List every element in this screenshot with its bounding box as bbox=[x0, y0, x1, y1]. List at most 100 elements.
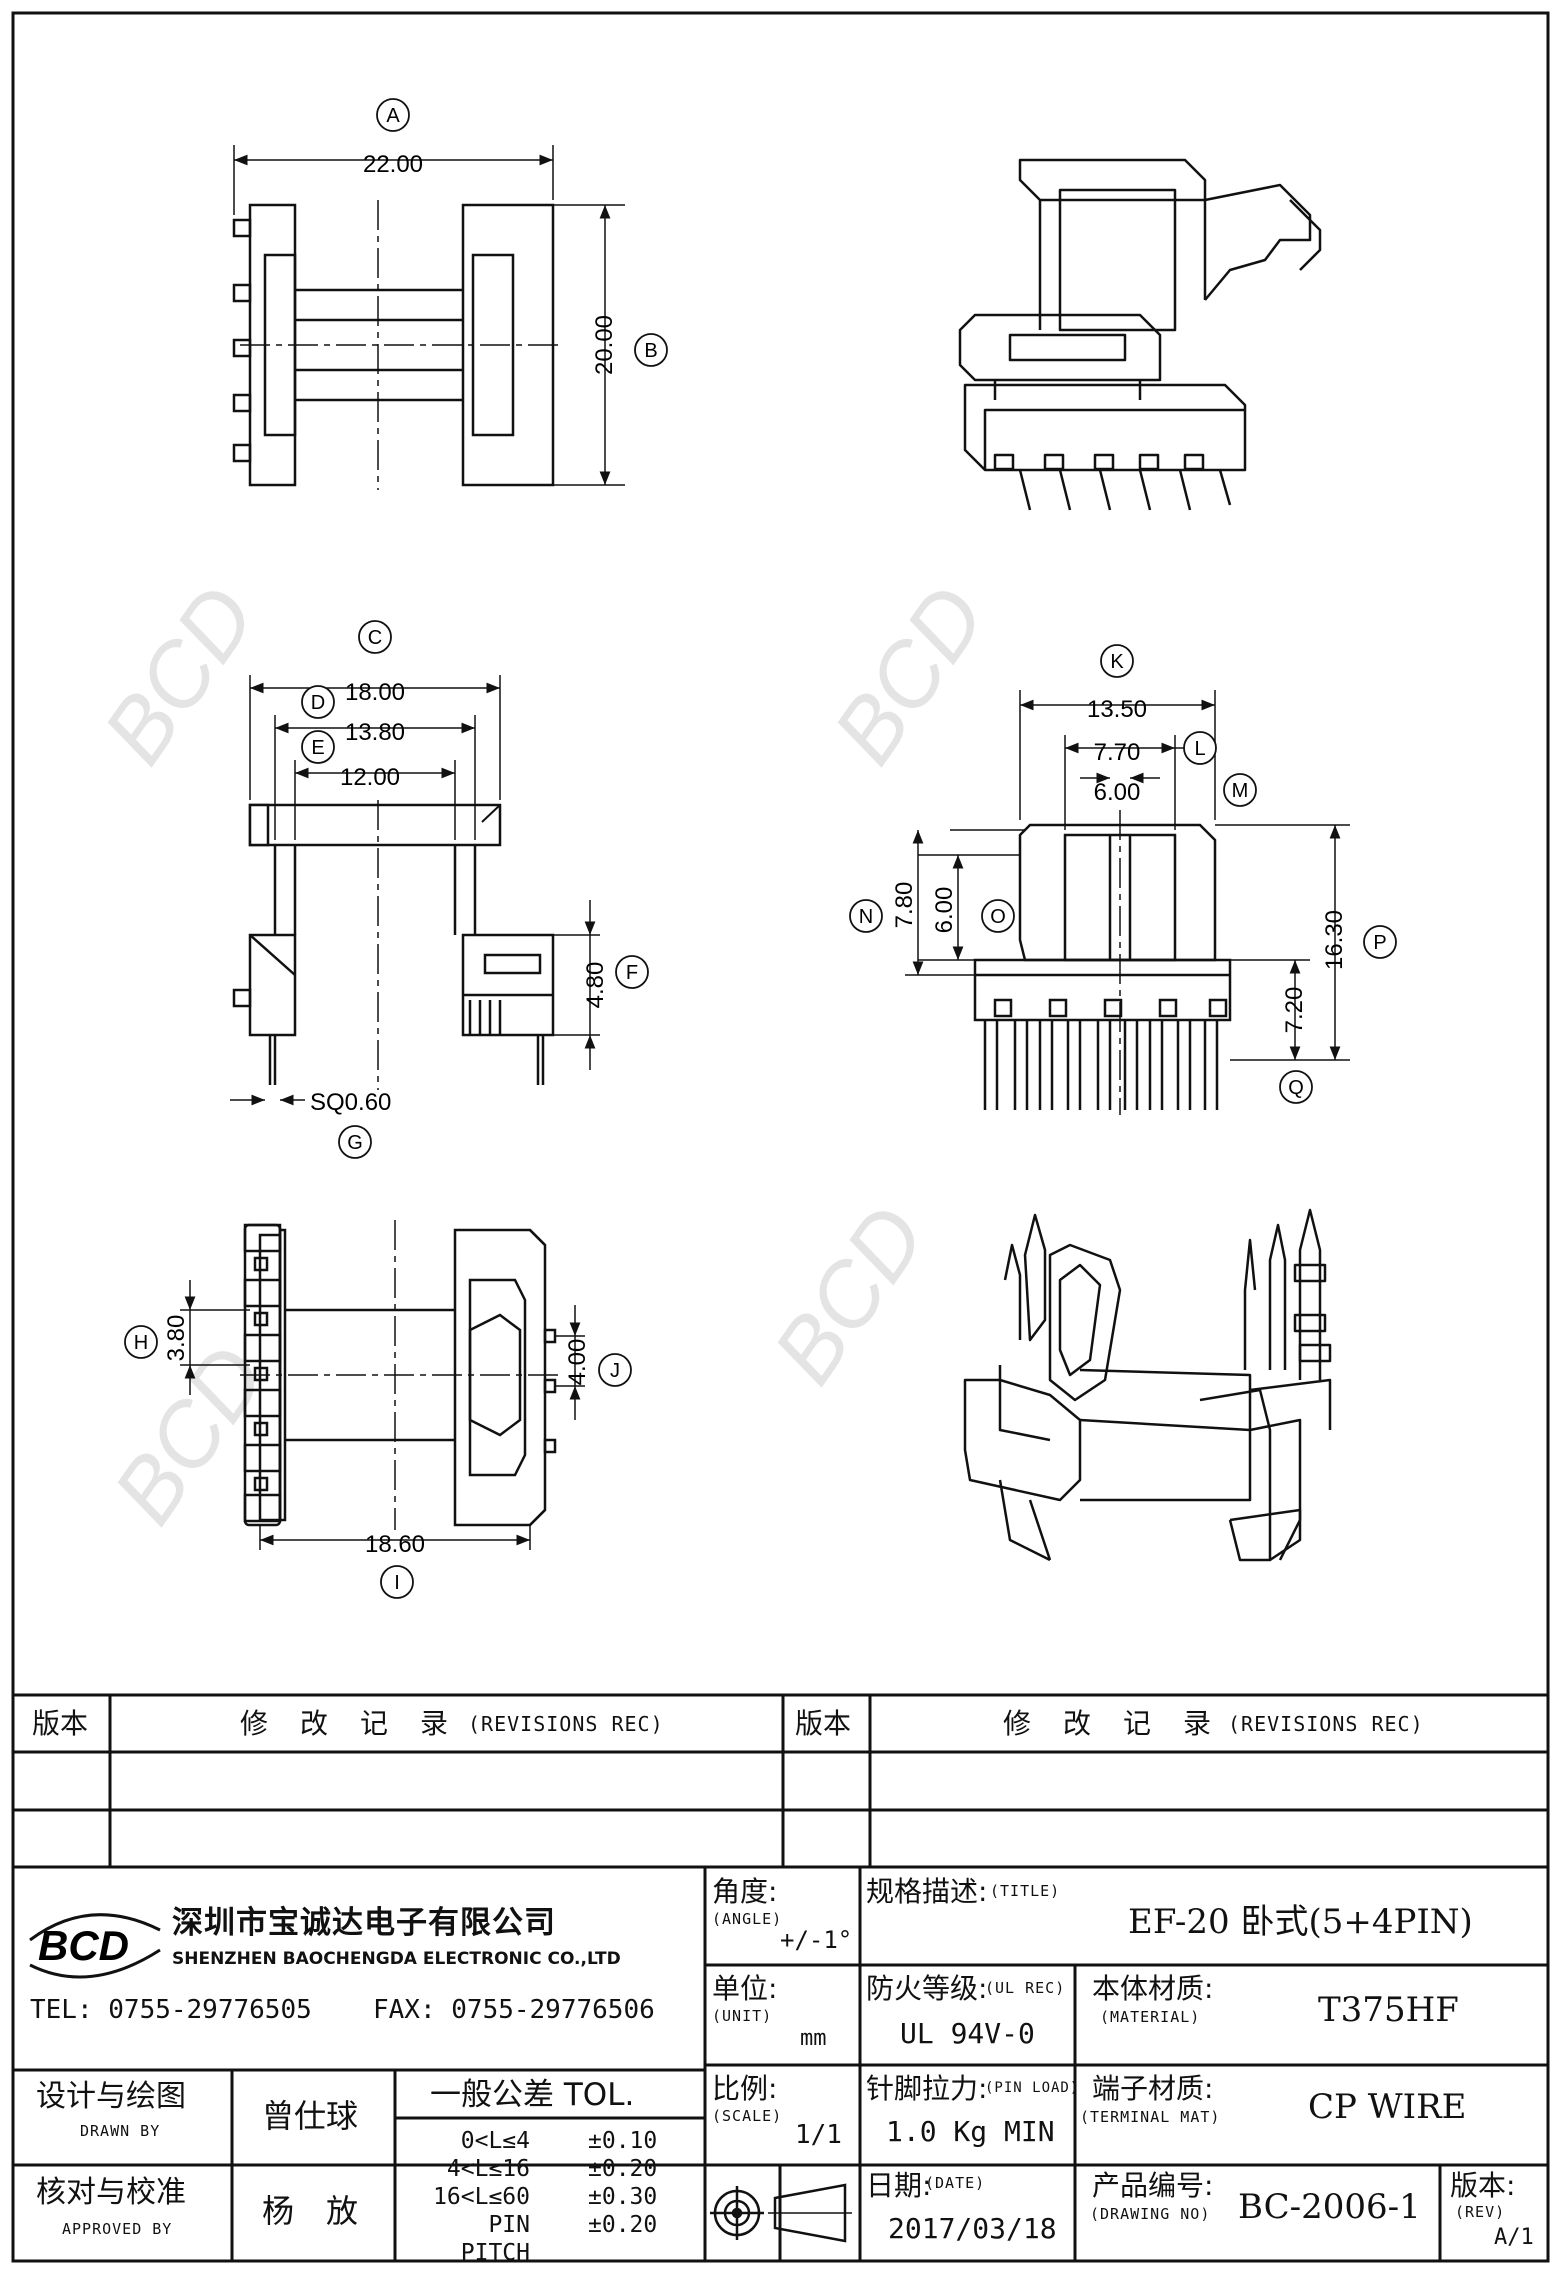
callout-h-circle bbox=[124, 1325, 158, 1359]
drawing-no-label: 产品编号: bbox=[1092, 2169, 1214, 2202]
callout-c-circle bbox=[358, 620, 392, 654]
rev-version-label-right: 版本 bbox=[795, 1707, 852, 1740]
approved-by-en: APPROVED BY bbox=[62, 2220, 173, 2238]
terminal-value: CP WIRE bbox=[1308, 2087, 1467, 2127]
rev-record-en-right: (REVISIONS REC) bbox=[1228, 1712, 1424, 1736]
dim-c-width: 18.00 bbox=[345, 679, 405, 706]
title-value: EF-20 卧式(5+4PIN) bbox=[1128, 1902, 1473, 1942]
logo-text: BCD bbox=[38, 1922, 129, 1969]
dim-j-pitch: 4.00 bbox=[564, 1339, 591, 1386]
rev-en: (REV) bbox=[1455, 2203, 1506, 2221]
drawing-no-value: BC-2006-1 bbox=[1238, 2187, 1421, 2227]
top-view bbox=[232, 145, 625, 490]
drawn-by-en: DRAWN BY bbox=[80, 2122, 161, 2140]
logo-swoosh-top bbox=[29, 1913, 161, 1942]
watermark-text-1: BCD bbox=[84, 568, 275, 781]
rev-version-label-left: 版本 bbox=[32, 1707, 89, 1740]
pinload-label: 针脚拉力: bbox=[866, 2072, 988, 2105]
approved-by-label: 核对与校准 bbox=[36, 2175, 186, 2210]
company-name-cn: 深圳市宝诚达电子有限公司 bbox=[172, 1905, 556, 1941]
callout-b-circle bbox=[634, 333, 668, 367]
callout-k-circle bbox=[1100, 644, 1134, 678]
callout-b: B bbox=[644, 340, 657, 362]
tolerance-range-4: PIN PITCH bbox=[460, 2212, 530, 2266]
company-name-en: SHENZHEN BAOCHENGDA ELECTRONIC CO.,LTD bbox=[172, 1949, 621, 1969]
callout-g: G bbox=[347, 1132, 363, 1154]
callout-f-circle bbox=[615, 955, 649, 989]
callout-p: P bbox=[1373, 932, 1386, 954]
approved-by-name: 杨 放 bbox=[262, 2192, 359, 2230]
callout-k: K bbox=[1110, 651, 1124, 673]
company-fax: FAX: 0755-29776506 bbox=[373, 1995, 655, 2025]
rev-record-en-left: (REVISIONS REC) bbox=[468, 1712, 664, 1736]
rev-record-label-right: 修 改 记 录 bbox=[1003, 1707, 1214, 1740]
angle-en: (ANGLE) bbox=[712, 1910, 783, 1928]
watermark-text-3: BCD bbox=[754, 1188, 945, 1401]
dim-h-pitch: 3.80 bbox=[163, 1315, 190, 1362]
material-value: T375HF bbox=[1318, 1990, 1459, 2030]
dim-d-width: 13.80 bbox=[345, 719, 405, 746]
tolerance-value-3: ±0.30 bbox=[588, 2184, 658, 2210]
angle-label: 角度: bbox=[712, 1875, 778, 1908]
dim-q-height: 7.20 bbox=[1281, 987, 1308, 1034]
callout-c: C bbox=[368, 627, 382, 649]
rev-label: 版本: bbox=[1450, 2169, 1516, 2202]
callout-m-circle bbox=[1223, 773, 1257, 807]
callout-h: H bbox=[134, 1332, 148, 1354]
pinload-value: 1.0 Kg MIN bbox=[886, 2115, 1055, 2148]
rev-record-label-left: 修 改 记 录 bbox=[240, 1707, 451, 1740]
drawn-by-label: 设计与绘图 bbox=[36, 2079, 186, 2114]
unit-value: mm bbox=[800, 2026, 827, 2051]
callout-i: I bbox=[394, 1572, 400, 1594]
dim-k-width: 13.50 bbox=[1087, 696, 1147, 723]
callouts bbox=[124, 98, 1397, 1599]
iso-view-1 bbox=[958, 158, 1322, 511]
bottom-view bbox=[180, 1220, 585, 1550]
scale-label: 比例: bbox=[712, 2072, 778, 2105]
terminal-en: (TERMINAL MAT) bbox=[1080, 2108, 1221, 2126]
tolerance-header: 一般公差 TOL. bbox=[430, 2077, 635, 2113]
dim-l-width: 7.70 bbox=[1094, 739, 1141, 766]
iso-view-2 bbox=[963, 1208, 1332, 1562]
callout-g-circle bbox=[338, 1125, 372, 1159]
company-tel: TEL: 0755-29776505 bbox=[30, 1995, 312, 2025]
tolerance-range-2: 4<L≤16 bbox=[446, 2156, 530, 2182]
terminal-label: 端子材质: bbox=[1092, 2072, 1214, 2105]
dim-b-height: 20.00 bbox=[591, 315, 618, 375]
callout-o: O bbox=[990, 906, 1006, 928]
date-label: 日期: bbox=[866, 2169, 932, 2202]
tolerance-range-1: 0<L≤4 bbox=[460, 2128, 530, 2154]
callout-e: E bbox=[311, 737, 324, 759]
tolerance-value-2: ±0.20 bbox=[588, 2156, 658, 2182]
projection-symbol bbox=[710, 2183, 852, 2243]
unit-label: 单位: bbox=[712, 1972, 778, 2005]
tolerance-value-4: ±0.20 bbox=[588, 2212, 658, 2238]
side-view bbox=[905, 690, 1350, 1115]
ul-value: UL 94V-0 bbox=[900, 2017, 1035, 2050]
material-label: 本体材质: bbox=[1092, 1972, 1214, 2005]
watermark-text-2: BCD bbox=[814, 568, 1005, 781]
callout-q: Q bbox=[1288, 1077, 1304, 1099]
tolerance-value-1: ±0.10 bbox=[588, 2128, 658, 2154]
callout-o-circle bbox=[981, 899, 1015, 933]
callout-n: N bbox=[859, 906, 873, 928]
callout-j-circle bbox=[598, 1353, 632, 1387]
dim-g-pin: SQ0.60 bbox=[310, 1089, 391, 1116]
callout-e-circle bbox=[301, 730, 335, 764]
angle-value: +/-1° bbox=[780, 1926, 853, 1954]
front-view bbox=[230, 675, 600, 1106]
dim-o-height: 6.00 bbox=[931, 887, 958, 934]
callout-p-circle bbox=[1363, 925, 1397, 959]
callout-n-circle bbox=[849, 899, 883, 933]
callout-letters: A B C D E F G H I J K L M N O P Q bbox=[134, 105, 1387, 1594]
unit-en: (UNIT) bbox=[712, 2007, 773, 2025]
dim-i-width: 18.60 bbox=[365, 1531, 425, 1558]
callout-j: J bbox=[610, 1360, 620, 1382]
callout-l: L bbox=[1194, 738, 1205, 760]
drawn-by-name: 曾仕球 bbox=[262, 2097, 359, 2135]
callout-m: M bbox=[1232, 780, 1249, 802]
material-en: (MATERIAL) bbox=[1100, 2008, 1201, 2026]
company-logo: BCD bbox=[29, 1913, 161, 1979]
